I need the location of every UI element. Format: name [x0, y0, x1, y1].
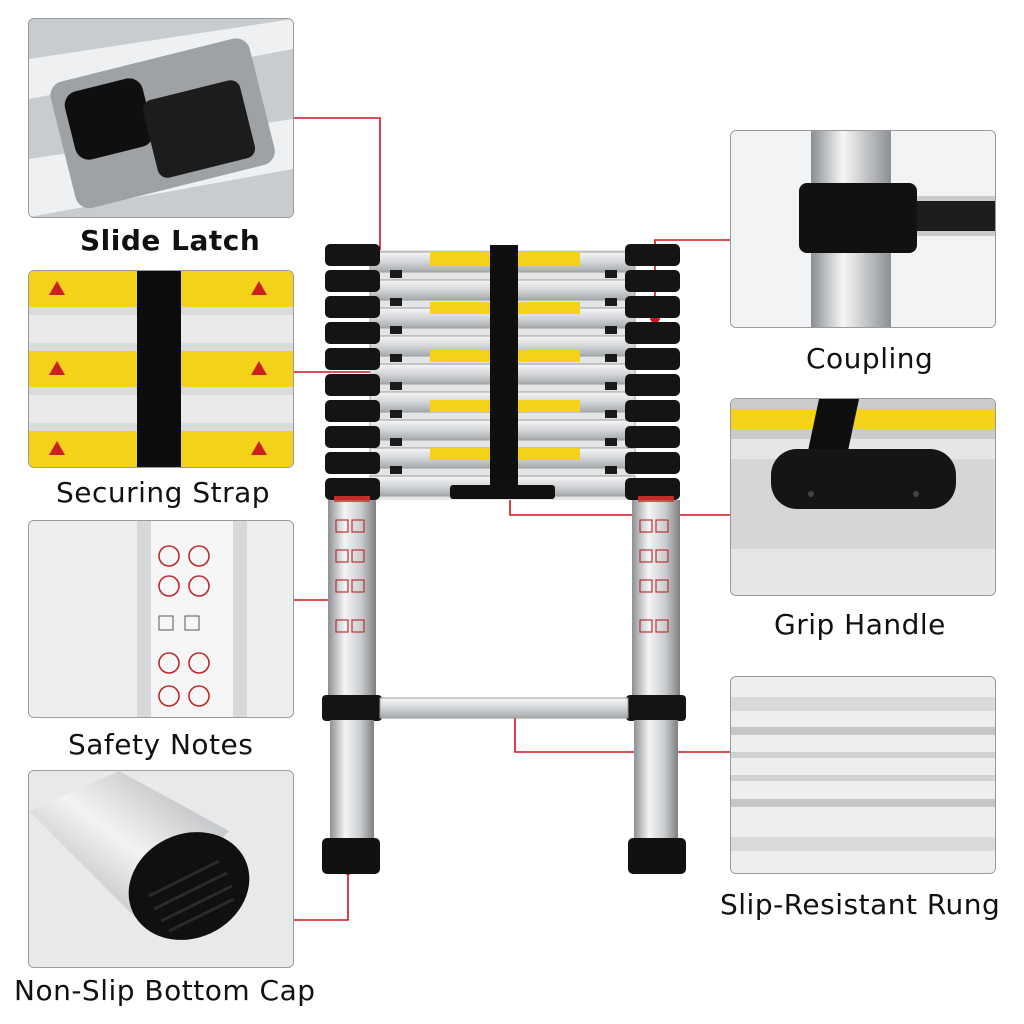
ladder-legs: [322, 496, 686, 874]
securing-strap-image: [29, 271, 293, 467]
non-slip-bottom-cap-label: Non-Slip Bottom Cap: [14, 974, 316, 1007]
grip-handle-panel: [730, 398, 996, 596]
safety-notes-panel: [28, 520, 294, 718]
slip-resistant-rung-label: Slip-Resistant Rung: [720, 888, 1001, 921]
safety-notes-image: [29, 521, 293, 717]
slip-resistant-rung-image: [731, 677, 995, 873]
grip-handle-label: Grip Handle: [774, 608, 946, 641]
grip-handle-image: [731, 399, 995, 595]
rung-stack: [325, 244, 680, 500]
coupling-label: Coupling: [806, 342, 934, 375]
coupling-image: [731, 131, 995, 327]
slide-latch-panel: [28, 18, 294, 218]
coupling-panel: [730, 130, 996, 328]
slide-latch-label: Slide Latch: [80, 224, 261, 257]
slip-resistant-rung-panel: [730, 676, 996, 874]
non-slip-bottom-cap-image: [29, 771, 293, 967]
securing-strap-label: Securing Strap: [56, 476, 271, 509]
securing-strap-panel: [28, 270, 294, 468]
slide-latch-image: [29, 19, 293, 217]
non-slip-bottom-cap-panel: [28, 770, 294, 968]
safety-notes-label: Safety Notes: [68, 728, 254, 761]
telescopic-ladder-image: [322, 244, 686, 874]
